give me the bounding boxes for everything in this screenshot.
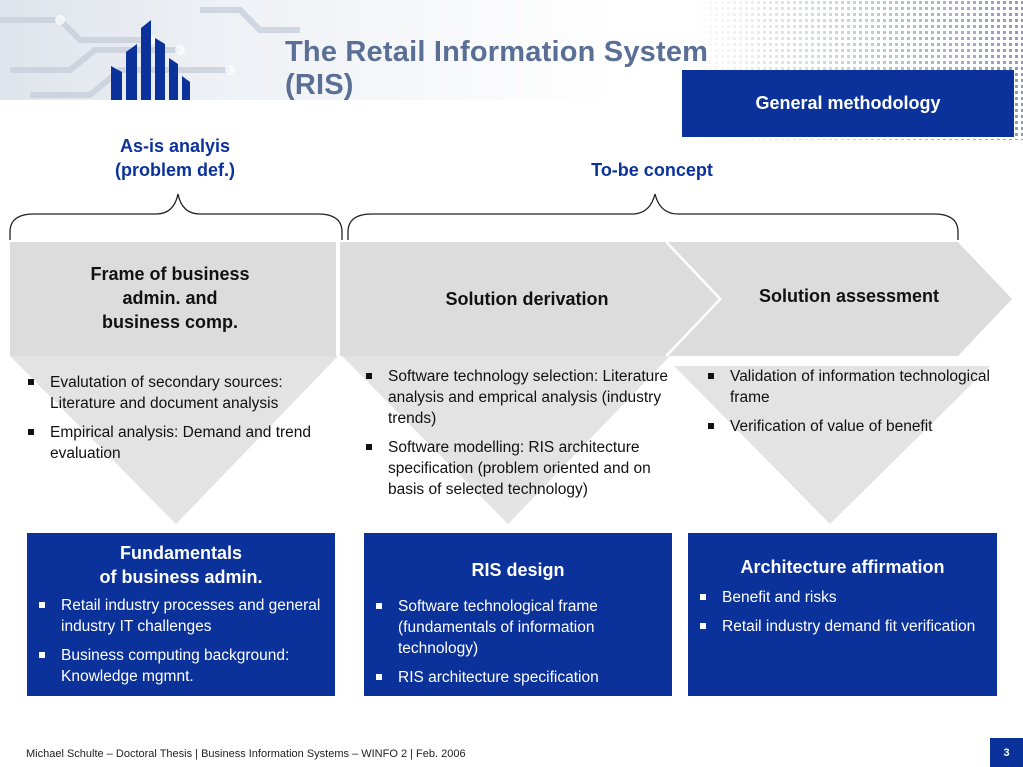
as-is-brace <box>9 193 343 240</box>
step1-title-line2: admin. and <box>122 288 218 308</box>
result2-title-line1: RIS design <box>471 560 565 580</box>
result3-title: Architecture affirmation <box>688 555 997 579</box>
list-item: Business computing background: Knowledge… <box>27 645 329 687</box>
general-methodology-label: General methodology <box>755 93 941 113</box>
slide-title-line1: The Retail Information System <box>285 36 709 68</box>
step2-title: Solution derivation <box>400 287 654 311</box>
list-item: Validation of information technological … <box>696 366 996 408</box>
step1-title-line1: Frame of business <box>90 264 250 284</box>
step2-title-line1: Solution derivation <box>445 289 609 309</box>
to-be-brace <box>347 193 959 240</box>
result2-bullets: Software technological frame (fundamenta… <box>364 596 672 688</box>
step2-chevron <box>340 242 720 356</box>
list-item: Software modelling: RIS architecture spe… <box>354 437 684 500</box>
list-item: Retail industry demand fit verification <box>688 616 989 637</box>
result3-bullets: Benefit and risks Retail industry demand… <box>688 587 997 637</box>
result2-title: RIS design <box>364 558 672 582</box>
footer-text: Michael Schulte – Doctoral Thesis | Busi… <box>26 748 466 760</box>
as-is-analysis-line2: (problem def.) <box>115 160 235 180</box>
list-item: Empirical analysis: Demand and trend eva… <box>16 422 334 464</box>
step3-title: Solution assessment <box>720 284 978 308</box>
result-box-fundamentals: Fundamentals of business admin. Retail i… <box>27 533 335 696</box>
slide-title-line2: (RIS) <box>285 69 354 101</box>
list-item: RIS architecture specification <box>364 667 662 688</box>
step3-chevron <box>668 242 1012 356</box>
step1-title: Frame of business admin. and business co… <box>40 262 300 334</box>
list-item: Software technology selection: Literatur… <box>354 366 684 429</box>
to-be-concept-label: To-be concept <box>591 160 713 180</box>
as-is-analysis-line1: As-is analyis <box>119 136 231 156</box>
step1-chevron <box>10 242 336 356</box>
as-is-analysis-label: As-is analyis (problem def.) <box>80 134 270 182</box>
step3-title-line1: Solution assessment <box>758 286 940 306</box>
list-item: Software technological frame (fundamenta… <box>364 596 662 659</box>
page-number: 3 <box>990 738 1023 767</box>
step2-bullets: Software technology selection: Literatur… <box>354 366 684 508</box>
page-number-label: 3 <box>1003 746 1010 759</box>
result1-title-line1: Fundamentals <box>119 543 243 563</box>
phase-braces <box>9 193 959 240</box>
list-item: Retail industry processes and general in… <box>27 595 329 637</box>
university-logo <box>111 20 190 100</box>
result-box-ris-design: RIS design Software technological frame … <box>364 533 672 696</box>
slide-title: The Retail Information System (RIS) <box>285 36 708 102</box>
result3-title-line1: Architecture affirmation <box>740 557 945 577</box>
list-item: Benefit and risks <box>688 587 989 608</box>
result-box-architecture-affirmation: Architecture affirmation Benefit and ris… <box>688 533 997 696</box>
step2-funnel <box>342 356 670 524</box>
process-chevrons <box>10 241 1012 524</box>
step3-bullets: Validation of information technological … <box>696 366 996 445</box>
step1-title-line3: business comp. <box>101 312 239 332</box>
step1-funnel <box>10 356 338 524</box>
list-item: Verification of value of benefit <box>696 416 996 437</box>
list-item: Evalutation of secondary sources: Litera… <box>16 372 334 414</box>
result1-bullets: Retail industry processes and general in… <box>27 595 335 687</box>
circuit-pattern-decoration <box>0 7 300 98</box>
result1-title-line2: of business admin. <box>99 567 263 587</box>
step3-funnel <box>674 366 990 524</box>
step1-bullets: Evalutation of secondary sources: Litera… <box>16 372 334 472</box>
general-methodology-badge: General methodology <box>682 70 1014 137</box>
result1-title: Fundamentals of business admin. <box>27 541 335 589</box>
